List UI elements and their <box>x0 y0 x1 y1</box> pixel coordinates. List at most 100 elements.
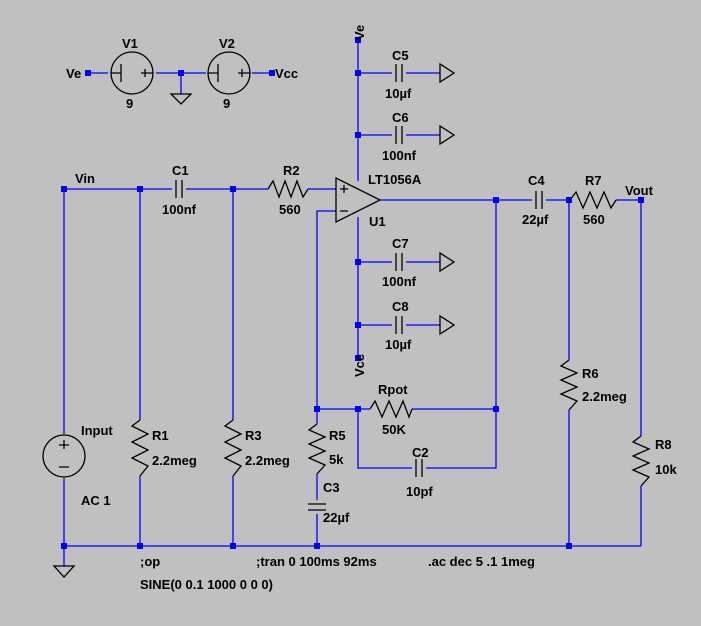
label-r7: R7 <box>585 173 602 188</box>
resistor-r7-icon <box>569 190 617 210</box>
value-input: AC 1 <box>81 493 111 508</box>
capacitor-c3-icon <box>308 503 326 511</box>
junction-dot <box>355 70 361 76</box>
capacitors <box>175 64 543 511</box>
sine-source-icon <box>42 434 86 478</box>
value-r7: 560 <box>583 212 605 227</box>
battery-v2 <box>207 51 251 95</box>
label-r8: R8 <box>655 437 672 452</box>
label-r2: R2 <box>283 163 300 178</box>
label-c8: C8 <box>392 299 409 314</box>
junction-dot <box>269 70 275 76</box>
label-vcc-right: Vcc <box>275 66 298 81</box>
junction-dot <box>566 543 572 549</box>
value-c8: 10µf <box>385 337 412 352</box>
junction-dot <box>493 406 499 412</box>
label-r5: R5 <box>329 428 346 443</box>
label-c3: C3 <box>323 480 340 495</box>
output-wire <box>380 199 642 546</box>
ground-flag-icon <box>439 314 456 336</box>
junction-dot <box>230 186 236 192</box>
value-r5: 5k <box>329 452 344 467</box>
battery-v1 <box>110 51 154 95</box>
label-ve-top: Ve <box>352 25 367 40</box>
label-vout: Vout <box>625 183 654 198</box>
value-rpot: 50K <box>382 422 406 437</box>
opamp-u1 <box>335 176 382 224</box>
value-v1: 9 <box>126 96 133 111</box>
junction-dot <box>230 543 236 549</box>
value-c7: 100nf <box>382 274 417 289</box>
resistor-rpot-icon <box>369 399 413 419</box>
junctions <box>61 37 644 549</box>
label-c2: C2 <box>412 445 429 460</box>
junction-dot <box>493 197 499 203</box>
junction-dot <box>85 70 91 76</box>
label-vcc-bottom: Vcc <box>352 354 367 377</box>
capacitor-c4-icon <box>535 191 543 209</box>
value-c3: 22µf <box>323 510 350 525</box>
capacitor-c8-icon <box>395 316 403 334</box>
capacitor-c6-icon <box>395 126 403 144</box>
value-r6: 2.2meg <box>582 389 627 404</box>
junction-dot <box>566 197 572 203</box>
junction-dot <box>61 543 67 549</box>
junction-dot <box>137 543 143 549</box>
label-r1: R1 <box>152 428 169 443</box>
ground-icon <box>52 565 76 578</box>
ground-bus <box>63 545 641 566</box>
ground-flag-icon <box>439 124 456 146</box>
capacitor-c5-icon <box>395 64 403 82</box>
resistor-r6-icon <box>559 359 579 411</box>
junction-dot <box>61 186 67 192</box>
label-c6: C6 <box>392 110 409 125</box>
capacitor-c1-icon <box>175 180 183 198</box>
value-c5: 10µf <box>385 86 412 101</box>
top-supply-wire <box>357 40 440 181</box>
label-c4: C4 <box>528 173 545 188</box>
ground-icon <box>169 93 193 105</box>
value-r2: 560 <box>279 202 301 217</box>
label-v2: V2 <box>219 36 235 51</box>
label-ve-left: Ve <box>66 66 81 81</box>
value-r3: 2.2meg <box>245 453 290 468</box>
label-v1: V1 <box>122 36 138 51</box>
resistor-r2-icon <box>267 179 309 199</box>
label-vin: Vin <box>75 171 95 186</box>
capacitor-c2-icon <box>415 459 423 477</box>
junction-dot <box>355 406 361 412</box>
label-opamp: LT1056A <box>368 172 422 187</box>
label-c5: C5 <box>392 48 409 63</box>
ground-flag-icon <box>439 251 456 273</box>
resistor-r1-icon <box>130 419 150 477</box>
label-r3: R3 <box>245 428 262 443</box>
value-v2: 9 <box>223 96 230 111</box>
junction-dot <box>355 322 361 328</box>
junction-dot <box>355 259 361 265</box>
label-rpot: Rpot <box>378 382 408 397</box>
wires <box>63 40 642 566</box>
resistor-r8-icon <box>631 435 651 487</box>
label-c7: C7 <box>392 236 409 251</box>
junction-dot <box>314 543 320 549</box>
junction-dot <box>314 406 320 412</box>
junction-dot <box>355 37 361 43</box>
label-input: Input <box>81 423 113 438</box>
junction-dot <box>178 70 184 76</box>
directive-sine: SINE(0 0.1 1000 0 0 0) <box>140 577 273 592</box>
label-c1: C1 <box>172 163 189 178</box>
value-r1: 2.2meg <box>152 453 197 468</box>
directive-ac: .ac dec 5 .1 1meg <box>428 554 535 569</box>
directive-op: ;op <box>140 554 160 569</box>
ground-symbols <box>52 93 193 578</box>
value-c4: 22µf <box>522 212 549 227</box>
resistor-r5-icon <box>307 423 327 475</box>
resistors <box>130 179 651 487</box>
junction-dot <box>137 186 143 192</box>
resistor-r3-icon <box>223 419 243 477</box>
junction-dot <box>638 197 644 203</box>
label-r6: R6 <box>582 366 599 381</box>
capacitor-c7-icon <box>395 253 403 271</box>
